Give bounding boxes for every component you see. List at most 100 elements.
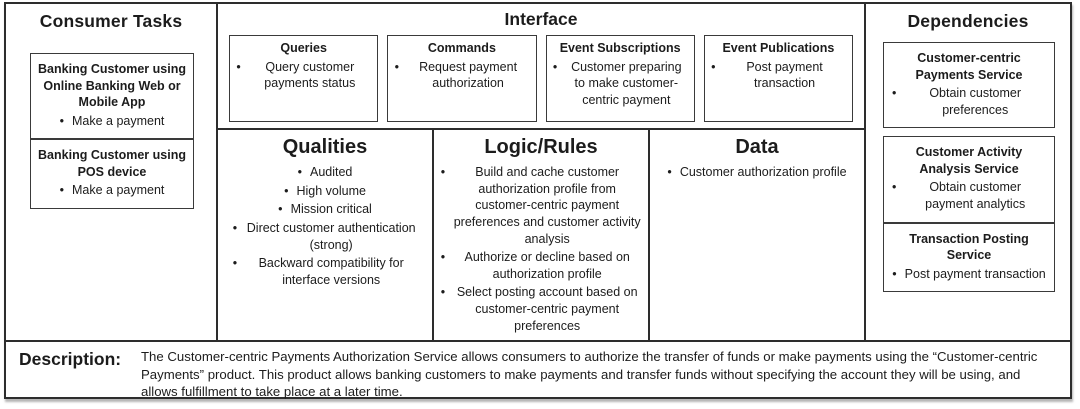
list-item: Post payment transaction: [705, 59, 852, 92]
box-title: Event Publications: [722, 41, 835, 55]
bullet-list: Obtain customer preferences: [888, 85, 1050, 118]
interface-box-queries: Queries Query customer payments status: [229, 35, 379, 122]
description-row: Description: The Customer-centric Paymen…: [6, 340, 1070, 400]
bullet-text: Obtain customer preferences: [929, 86, 1022, 117]
card-title: Transaction Posting Service: [909, 231, 1029, 263]
bullet-text: Make a payment: [71, 183, 165, 198]
dependencies-section: Dependencies Customer-centric Payments S…: [864, 4, 1070, 340]
list-item: Customer authorization profile: [650, 164, 864, 181]
consumer-tasks-section: Consumer Tasks Banking Customer using On…: [6, 4, 218, 340]
bullet-text: Post payment transaction: [904, 266, 1046, 281]
list-item: Make a payment: [35, 113, 189, 130]
list-item: Make a payment: [35, 182, 189, 199]
list-item: Select posting account based on customer…: [434, 284, 648, 334]
logic-rules-section: Logic/Rules Build and cache customer aut…: [432, 130, 648, 340]
bullet-icon: [441, 164, 445, 181]
bullet-icon: [892, 266, 896, 283]
bullet-list: Customer preparing to make customer-cent…: [547, 59, 694, 109]
bullet-icon: [892, 85, 896, 102]
bullet-list: Post payment transaction: [705, 59, 852, 92]
bullet-icon: [667, 164, 671, 181]
list-item: Authorize or decline based on authorizat…: [434, 249, 648, 282]
bullet-list: Audited High volume Mission critical: [218, 164, 432, 288]
bullet-icon: [395, 59, 399, 76]
list-item: Audited: [218, 164, 432, 181]
bullet-list: Post payment transaction: [888, 266, 1050, 283]
bullet-list: Customer authorization profile: [650, 164, 864, 181]
list-item: Obtain customer preferences: [888, 85, 1050, 118]
bullet-list: Obtain customer payment analytics: [888, 179, 1050, 212]
data-section: Data Customer authorization profile: [648, 130, 864, 340]
dependency-card-activity-analysis: Customer Activity Analysis Service Obtai…: [883, 136, 1055, 223]
bullet-text: Post payment transaction: [746, 59, 823, 91]
bullet-list: Build and cache customer authorization p…: [434, 164, 648, 334]
bullet-text: High volume: [296, 183, 366, 198]
list-item: High volume: [218, 183, 432, 200]
bullet-icon: [236, 59, 240, 76]
bullet-list: Request payment authorization: [388, 59, 535, 92]
card-title: Banking Customer using POS device: [38, 148, 186, 179]
bullet-list: Make a payment: [35, 182, 189, 199]
dependency-card-transaction-posting: Transaction Posting Service Post payment…: [883, 222, 1055, 293]
bullet-icon: [278, 201, 282, 218]
bullet-text: Customer preparing to make customer-cent…: [571, 59, 682, 107]
description-label: Description:: [19, 349, 122, 369]
bullet-icon: [441, 284, 445, 301]
interface-top-row: Interface Queries Query customer payment…: [218, 4, 864, 130]
interface-boxes: Queries Query customer payments status C…: [218, 30, 864, 122]
qualities-title: Qualities: [282, 136, 368, 158]
bullet-text: Backward compatibility for interface ver…: [258, 256, 404, 287]
interface-bottom-row: Qualities Audited High volume: [218, 130, 864, 340]
list-item: Query customer payments status: [230, 59, 377, 92]
bullet-icon: [892, 179, 896, 196]
bullet-icon: [553, 59, 557, 76]
dependency-card-payments-service: Customer-centric Payments Service Obtain…: [883, 42, 1055, 129]
bullet-text: Customer authorization profile: [679, 165, 847, 179]
bullet-icon: [711, 59, 715, 76]
bullet-text: Query customer payments status: [264, 59, 356, 91]
bullet-text: Build and cache customer authorization p…: [453, 165, 641, 246]
bullet-icon: [60, 113, 64, 130]
interface-section: Interface Queries Query customer payment…: [218, 4, 864, 340]
list-item: Customer preparing to make customer-cent…: [547, 59, 694, 109]
interface-box-commands: Commands Request payment authorization: [387, 35, 537, 122]
bullet-icon: [233, 255, 237, 272]
interface-title: Interface: [504, 9, 578, 29]
interface-box-event-subscriptions: Event Subscriptions Customer preparing t…: [545, 35, 695, 122]
card-title: Customer-centric Payments Service: [915, 51, 1023, 82]
interface-box-event-publications: Event Publications Post payment transact…: [703, 35, 853, 122]
box-title: Queries: [280, 41, 327, 55]
bullet-text: Mission critical: [290, 202, 372, 217]
bullet-text: Obtain customer payment analytics: [925, 180, 1026, 211]
bullet-list: Query customer payments status: [230, 59, 377, 92]
dependencies-title: Dependencies: [907, 11, 1029, 31]
list-item: Mission critical: [218, 201, 432, 218]
list-item: Post payment transaction: [888, 266, 1050, 283]
bullet-icon: [284, 183, 288, 200]
logic-rules-title: Logic/Rules: [484, 136, 598, 158]
list-item: Obtain customer payment analytics: [888, 179, 1050, 212]
box-title: Event Subscriptions: [559, 41, 681, 55]
consumer-card-online-banking: Banking Customer using Online Banking We…: [30, 53, 194, 140]
description-text: The Customer-centric Payments Authorizat…: [141, 349, 1038, 400]
card-title: Customer Activity Analysis Service: [915, 145, 1023, 176]
qualities-section: Qualities Audited High volume: [218, 130, 432, 340]
bullet-icon: [60, 182, 64, 199]
bullet-list: Make a payment: [35, 113, 189, 130]
list-item: Backward compatibility for interface ver…: [218, 255, 432, 288]
consumer-tasks-title: Consumer Tasks: [39, 11, 183, 31]
list-item: Direct customer authentication (strong): [218, 220, 432, 253]
bullet-text: Authorize or decline based on authorizat…: [464, 250, 630, 281]
bullet-icon: [233, 220, 237, 237]
consumer-card-pos-device: Banking Customer using POS device Make a…: [30, 139, 194, 209]
box-title: Commands: [427, 41, 496, 55]
bullet-icon: [298, 164, 302, 181]
data-title: Data: [735, 136, 779, 158]
card-title: Banking Customer using Online Banking We…: [38, 62, 186, 109]
bullet-icon: [441, 249, 445, 266]
bullet-text: Make a payment: [71, 113, 165, 128]
bullet-text: Request payment authorization: [419, 59, 518, 91]
canvas-main-area: Consumer Tasks Banking Customer using On…: [6, 4, 1070, 340]
bullet-text: Direct customer authentication (strong): [246, 220, 416, 252]
